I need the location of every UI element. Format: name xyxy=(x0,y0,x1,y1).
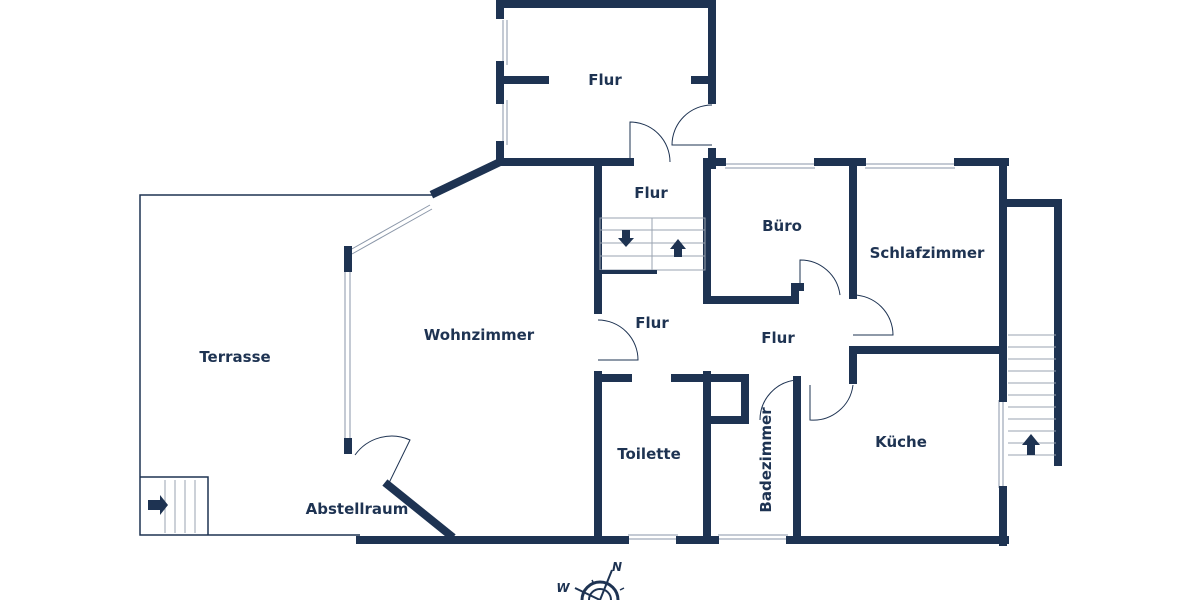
room-label-terrasse: Terrasse xyxy=(199,348,270,366)
stairs-interior xyxy=(598,217,1056,456)
room-label-flur-center: Flur xyxy=(635,314,669,332)
room-label-flur-stairs: Flur xyxy=(634,184,668,202)
windows xyxy=(344,20,1004,540)
room-label-schlafzimmer: Schlafzimmer xyxy=(870,244,985,262)
room-label-buero: Büro xyxy=(762,217,802,235)
room-label-badezimmer: Badezimmer xyxy=(757,407,775,513)
stair-up-arrow-icon xyxy=(670,239,686,257)
compass-west: W xyxy=(556,581,570,595)
room-label-kueche: Küche xyxy=(875,433,927,451)
compass-icon: N W xyxy=(556,560,625,600)
room-label-wohnzimmer: Wohnzimmer xyxy=(424,326,535,344)
stair-arrow-icon xyxy=(148,495,168,515)
room-label-toilette: Toilette xyxy=(617,445,681,463)
walls xyxy=(344,0,1062,546)
room-label-flur-top: Flur xyxy=(588,71,622,89)
stair-down-arrow-icon xyxy=(618,230,634,247)
doors xyxy=(354,104,894,486)
stair-up-arrow-icon xyxy=(1022,434,1040,455)
terrasse-outline xyxy=(139,194,435,536)
room-label-flur-right: Flur xyxy=(761,329,795,347)
compass-north: N xyxy=(612,560,622,574)
room-label-abstellraum: Abstellraum xyxy=(306,500,409,518)
